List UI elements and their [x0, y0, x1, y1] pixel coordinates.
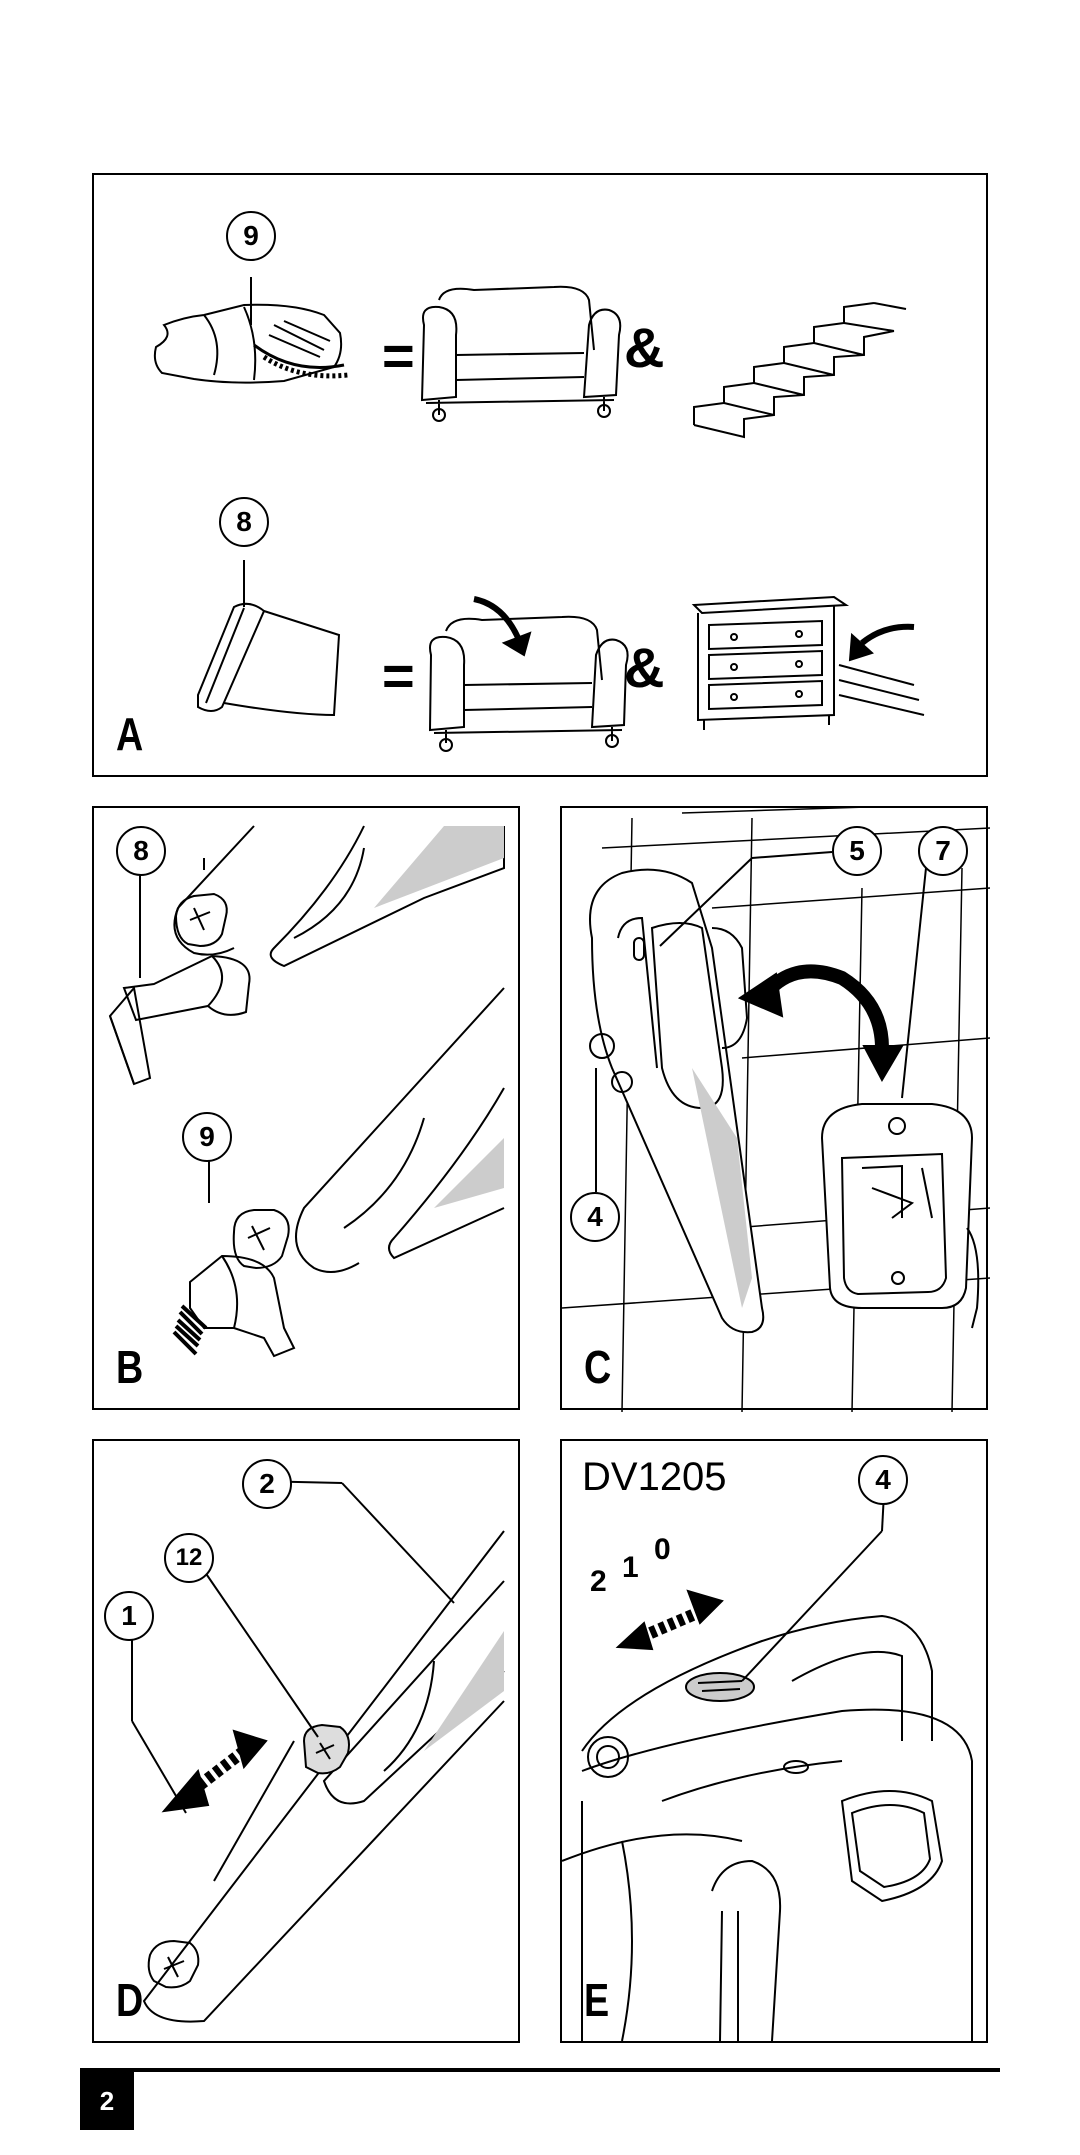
brush-tool-icon	[174, 1256, 294, 1356]
stairs-icon	[694, 303, 906, 437]
handheld-vacuum-top-icon	[562, 1616, 972, 2041]
figure-a-drawing	[94, 175, 990, 779]
armchair-icon	[430, 599, 628, 751]
callout-8: 8	[116, 826, 166, 876]
figure-d: 2 12 1 D	[92, 1439, 520, 2043]
figure-c: 5 7 4 C	[560, 806, 988, 1410]
callout-7: 7	[918, 826, 968, 876]
figure-d-drawing	[94, 1441, 522, 2045]
vacuum-body-icon	[144, 1531, 504, 2022]
footer-rule	[80, 2068, 1000, 2072]
switch-position-0: 0	[654, 1533, 671, 1566]
figure-b-drawing	[94, 808, 522, 1412]
figure-e: DV1205 4 2 1 0 E	[560, 1439, 988, 2043]
vacuum-body-icon	[174, 826, 504, 966]
curved-arrow-icon	[740, 971, 902, 1080]
switch-arrow-icon	[618, 1591, 722, 1649]
figure-c-drawing	[562, 808, 990, 1412]
wall-charger-icon	[822, 1104, 978, 1328]
equals-sign: =	[382, 324, 415, 387]
crevice-nozzle-icon	[198, 560, 339, 715]
figure-e-drawing	[562, 1441, 990, 2045]
figure-b: 8 9 B	[92, 806, 520, 1410]
figure-label: C	[584, 1341, 612, 1393]
dresser-icon	[694, 597, 924, 730]
equals-sign: =	[382, 644, 415, 707]
switch-position-2: 2	[590, 1565, 607, 1598]
crevice-nozzle-icon	[110, 956, 250, 1084]
armchair-icon	[422, 287, 620, 421]
ampersand-sign: &	[624, 636, 665, 699]
figure-label: B	[116, 1341, 144, 1393]
ampersand-sign: &	[624, 316, 665, 379]
page-number: 2	[80, 2072, 134, 2130]
callout-12: 12	[164, 1533, 214, 1583]
callout-4: 4	[858, 1455, 908, 1505]
vacuum-body-icon	[234, 988, 504, 1272]
figure-label: D	[116, 1974, 144, 2026]
callout-4: 4	[570, 1192, 620, 1242]
callout-2: 2	[242, 1459, 292, 1509]
callout-8: 8	[219, 497, 269, 547]
callout-9: 9	[226, 211, 276, 261]
figure-a: 9 8 = & = & A	[92, 173, 988, 777]
figure-label: A	[116, 708, 144, 760]
callout-1: 1	[104, 1591, 154, 1641]
figure-label: E	[584, 1974, 610, 2026]
model-number: DV1205	[582, 1455, 727, 1499]
double-arrow-icon	[164, 1731, 266, 1811]
handheld-vacuum-icon	[590, 870, 763, 1333]
switch-position-1: 1	[622, 1551, 639, 1584]
brush-tool-icon	[155, 305, 348, 383]
callout-9: 9	[182, 1112, 232, 1162]
callout-5: 5	[832, 826, 882, 876]
